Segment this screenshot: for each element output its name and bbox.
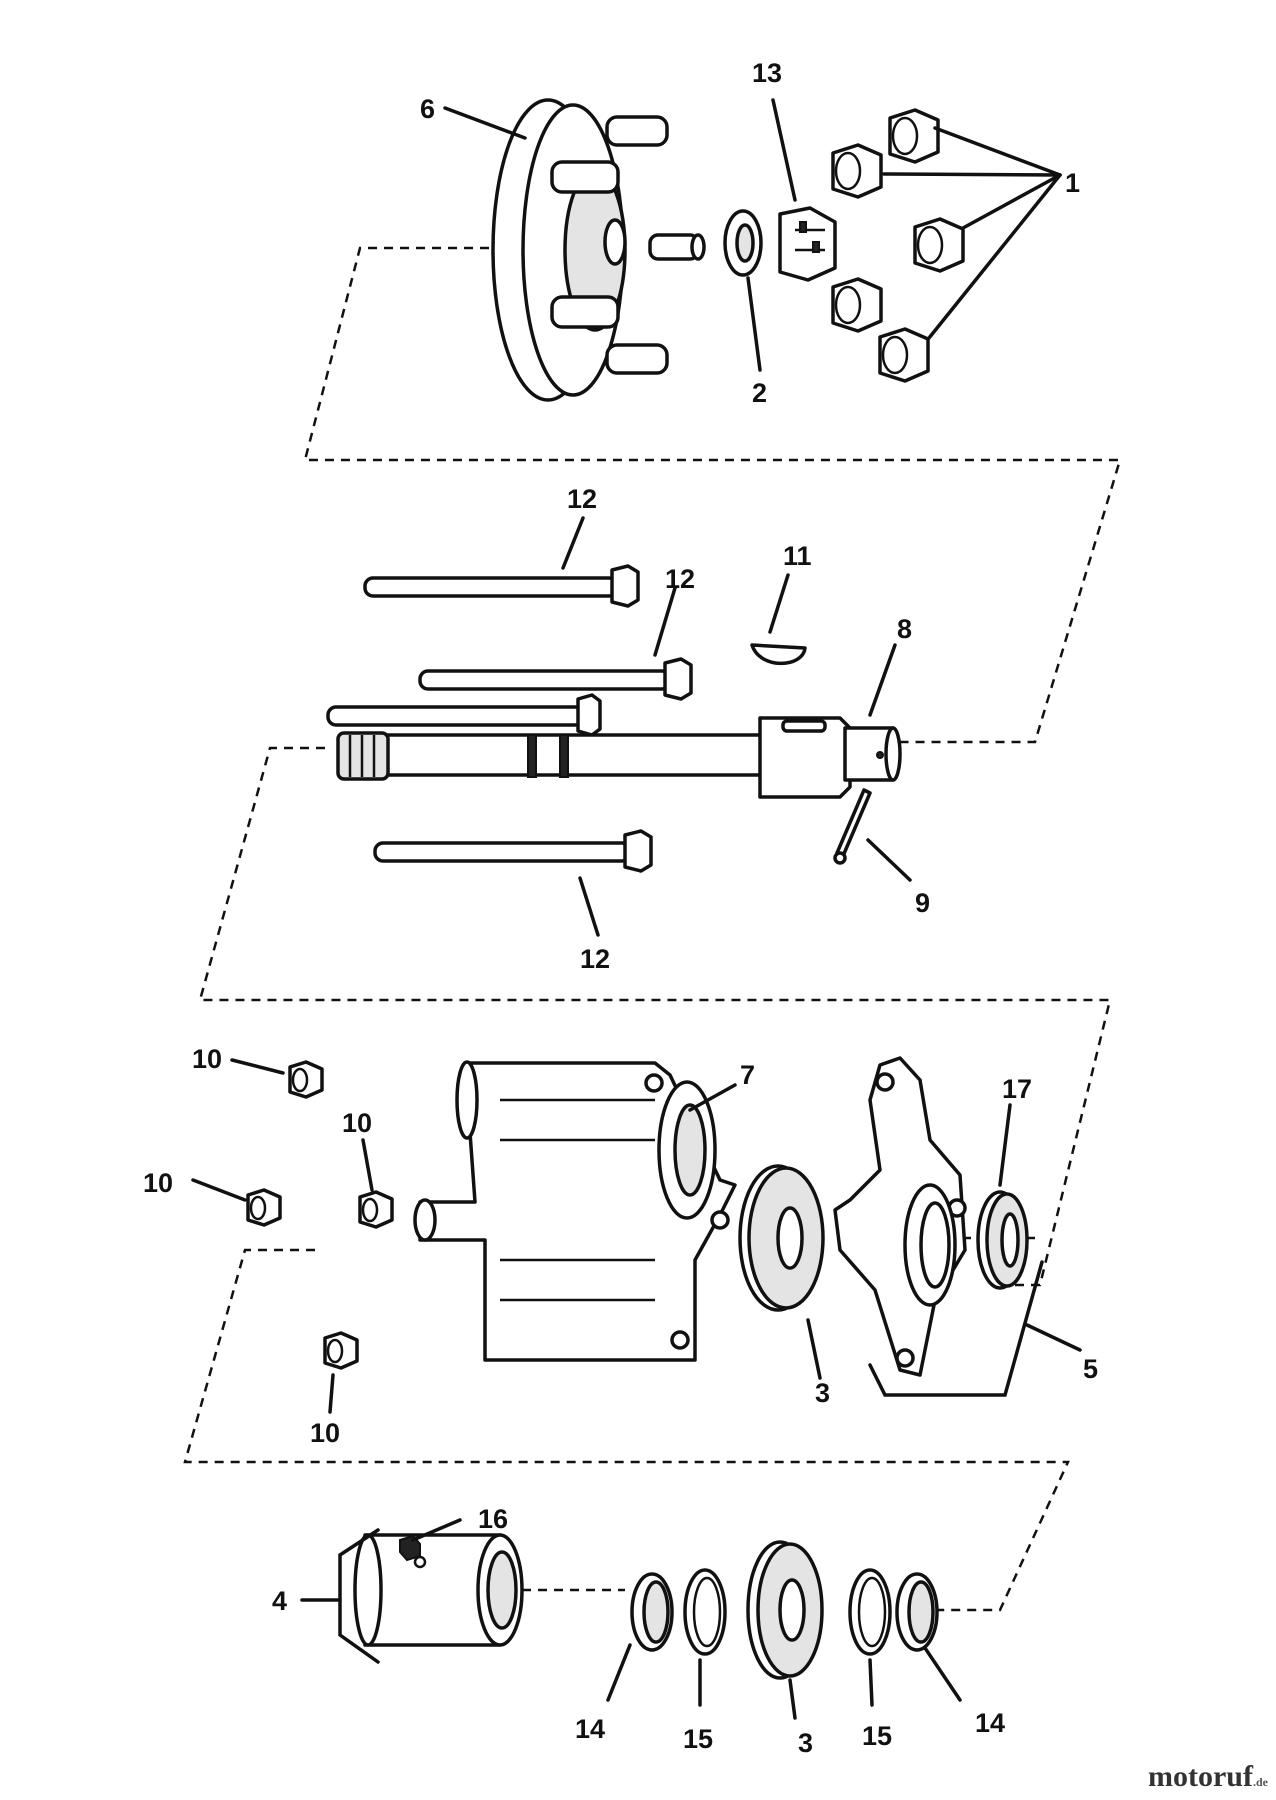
seal-part-17: [976, 1190, 1029, 1290]
callout-10-b: 10: [342, 1108, 372, 1138]
callout-17: 17: [1002, 1074, 1032, 1104]
callout-16: 16: [478, 1504, 508, 1534]
wheel-hub-part-6: [491, 98, 706, 402]
callout-4: 4: [272, 1586, 287, 1616]
callout-12-a: 12: [567, 484, 597, 514]
callout-5-bracket: [868, 1260, 1044, 1397]
callout-8: 8: [897, 614, 912, 644]
flange-bracket-part-5: [833, 1056, 967, 1377]
washer-part-15-left: [683, 1568, 727, 1656]
callout-15-left: 15: [683, 1724, 713, 1754]
bearing-part-3-lower: [746, 1540, 824, 1680]
leader-lines: [191, 98, 1082, 1720]
callout-12-b: 12: [665, 564, 695, 594]
bolts-part-12: [326, 564, 693, 873]
watermark-text: motoruf: [1148, 1760, 1253, 1793]
callout-14-left: 14: [575, 1714, 605, 1744]
washer-part-2: [723, 209, 763, 277]
callout-10-d: 10: [310, 1418, 340, 1448]
axle-shaft-part-8: [336, 716, 902, 799]
watermark-logo: motoruf.de: [1148, 1760, 1268, 1794]
coupler-sleeve-part-4: [353, 1533, 524, 1647]
bolt: [373, 829, 653, 873]
set-screw-part-16: [399, 1534, 421, 1562]
callout-5: 5: [1083, 1354, 1098, 1384]
lug-nut: [913, 217, 965, 273]
callout-7: 7: [740, 1060, 755, 1090]
nuts-part-10: [246, 1060, 394, 1370]
lug-nut: [831, 277, 883, 333]
callout-1: 1: [1065, 168, 1080, 198]
nut: [288, 1060, 324, 1099]
lug-nuts-part-1: [831, 108, 965, 383]
cotter-pin-part-9: [833, 788, 872, 865]
axle-housing-part-7: [413, 1060, 737, 1362]
watermark-suffix: .de: [1253, 1775, 1268, 1789]
callout-9: 9: [915, 888, 930, 918]
callout-2: 2: [752, 378, 767, 408]
bolt: [363, 564, 640, 608]
woodruff-key-part-11: [750, 643, 807, 666]
callout-15-right: 15: [862, 1721, 892, 1751]
callout-3-upper: 3: [815, 1378, 830, 1408]
retaining-ring-part-14-left: [630, 1572, 674, 1652]
bearing-part-3-upper: [738, 1164, 825, 1312]
nut: [358, 1190, 394, 1229]
callout-3-lower: 3: [798, 1728, 813, 1758]
callout-4-bracket: [338, 1528, 380, 1664]
lug-nut: [878, 327, 930, 383]
nut: [323, 1331, 359, 1370]
castle-nut-part-13: [778, 206, 837, 282]
callout-13: 13: [752, 58, 782, 88]
assembly-guide-lines: [183, 246, 1122, 1612]
washer-part-15-right: [848, 1568, 892, 1656]
nut: [246, 1188, 282, 1227]
lug-nut: [888, 108, 940, 164]
callout-6: 6: [420, 94, 435, 124]
callout-11: 11: [783, 541, 812, 571]
callout-12-c: 12: [580, 944, 610, 974]
retaining-ring-part-14-right: [895, 1572, 939, 1652]
bolt: [326, 693, 602, 737]
callout-10-c: 10: [143, 1168, 173, 1198]
lug-nut: [831, 143, 883, 199]
callout-10-a: 10: [192, 1044, 222, 1074]
callout-labels: 1 2 3 3 4 5 6 7 8 9 10 10 10 10 11 12 12…: [143, 58, 1098, 1758]
bolt: [418, 657, 693, 701]
callout-14-right: 14: [975, 1708, 1005, 1738]
